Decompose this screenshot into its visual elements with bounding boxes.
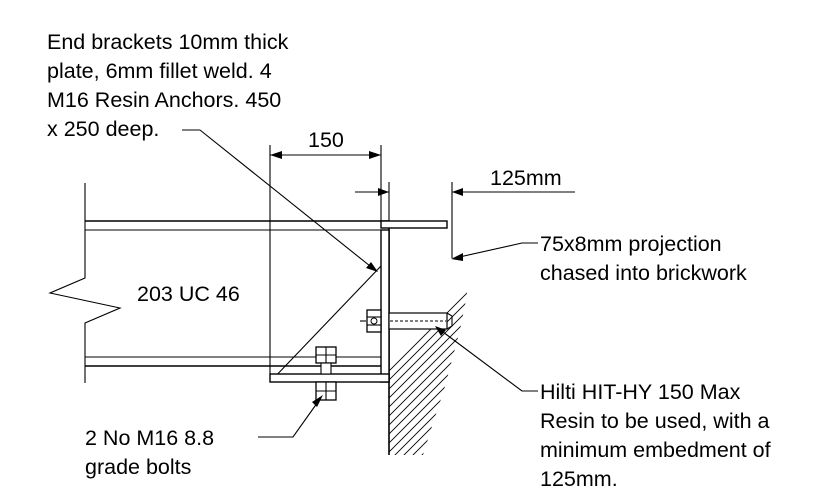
hatch-line	[389, 228, 476, 455]
end-bracket-note: End brackets 10mm thick plate, 6mm fille…	[47, 30, 289, 141]
resin-note: Hilti HIT-HY 150 Max Resin to be used, w…	[540, 380, 771, 491]
projection-plate	[380, 220, 448, 229]
resin-note-line-4: 125mm.	[540, 467, 618, 491]
projection-note-line-1: 75x8mm projection	[540, 232, 722, 256]
resin-anchor	[360, 309, 453, 333]
resin-note-line-1: Hilti HIT-HY 150 Max	[540, 380, 741, 404]
dimension-150	[269, 145, 382, 374]
bolts-leader	[258, 395, 323, 438]
hatch-line	[389, 228, 476, 455]
hatch-line	[389, 228, 476, 455]
hatch-line	[389, 228, 476, 455]
resin-note-line-2: Resin to be used, with a	[540, 409, 770, 433]
bracket-bolt	[315, 346, 337, 401]
resin-leader	[435, 326, 538, 392]
hatch-line	[389, 228, 476, 455]
resin-note-line-3: minimum embedment of	[540, 438, 771, 462]
end-bracket-leader	[182, 129, 378, 272]
steel-beam	[85, 220, 389, 367]
end-bracket-note-line-2: plate, 6mm fillet weld. 4	[47, 59, 272, 83]
hatch-line	[389, 228, 476, 455]
end-bracket-note-line-3: M16 Resin Anchors. 450	[47, 88, 281, 112]
dimension-150-label: 150	[308, 128, 344, 152]
hatch-line	[389, 228, 476, 455]
section-label: 203 UC 46	[137, 282, 240, 306]
end-bracket-note-line-1: End brackets 10mm thick	[47, 30, 289, 54]
projection-note: 75x8mm projection chased into brickwork	[540, 232, 747, 285]
column-break-line	[48, 183, 122, 383]
end-bracket-note-line-4: x 250 deep.	[47, 117, 159, 141]
bolts-note-line-1: 2 No M16 8.8	[85, 426, 214, 450]
hatch-line	[389, 228, 476, 455]
projection-note-line-2: chased into brickwork	[540, 261, 747, 285]
dimension-125mm-label: 125mm	[490, 166, 562, 190]
bolts-note: 2 No M16 8.8 grade bolts	[85, 426, 214, 479]
projection-leader	[451, 242, 538, 261]
dimension-125mm	[355, 182, 575, 258]
hatch-line	[389, 228, 476, 455]
bolts-note-line-2: grade bolts	[85, 455, 191, 479]
